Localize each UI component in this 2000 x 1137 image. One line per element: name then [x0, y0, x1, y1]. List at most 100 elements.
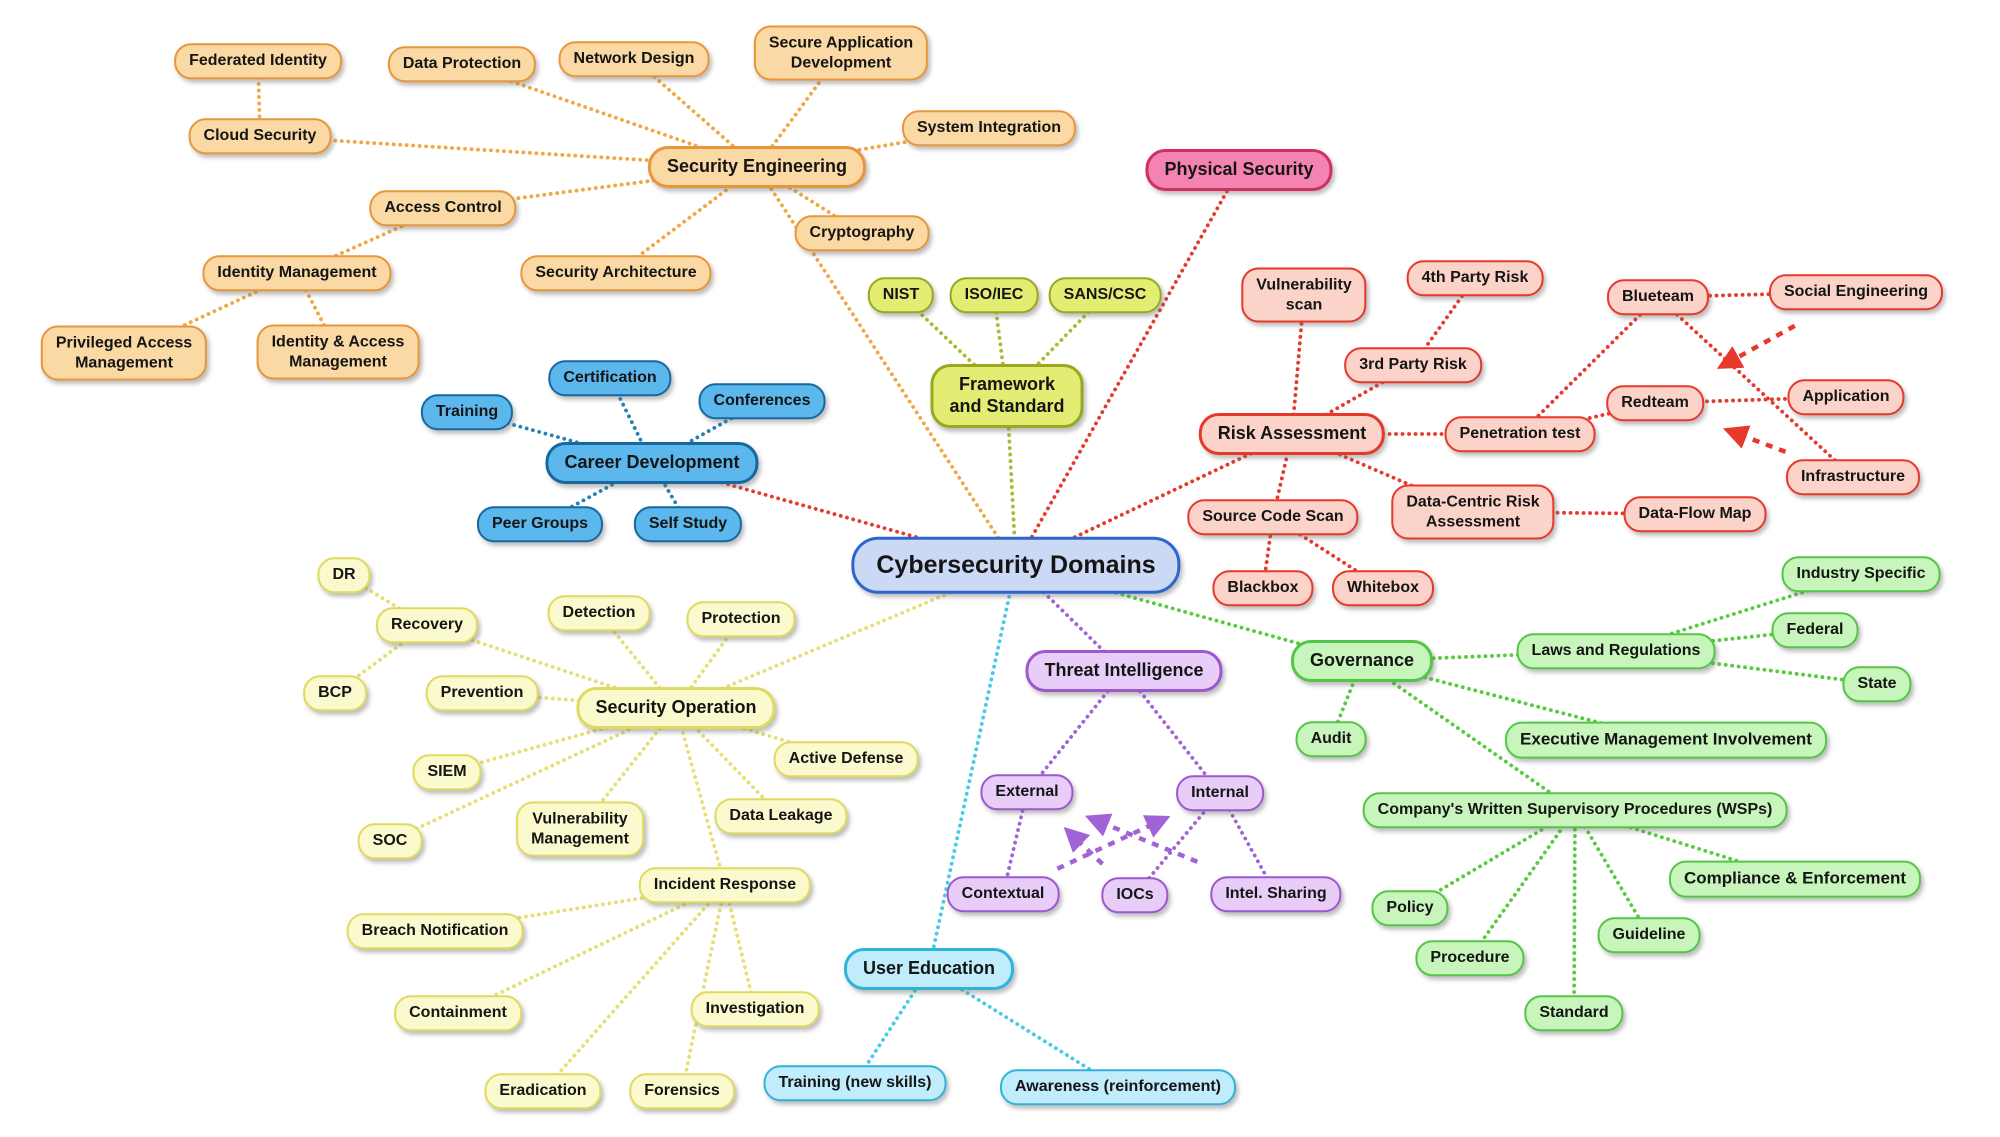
node-soc[interactable]: SOC: [357, 823, 423, 859]
node-ti[interactable]: Threat Intelligence: [1025, 650, 1223, 692]
node-eradication[interactable]: Eradication: [484, 1073, 602, 1109]
node-redteam[interactable]: Redteam: [1606, 385, 1704, 421]
node-training[interactable]: Training: [420, 394, 514, 430]
node-vulnscan[interactable]: Vulnerability scan: [1241, 267, 1367, 323]
node-industry[interactable]: Industry Specific: [1781, 556, 1941, 592]
edge-center-physical: [1014, 168, 1241, 567]
node-compliance[interactable]: Compliance & Enforcement: [1669, 860, 1921, 898]
node-policy[interactable]: Policy: [1371, 890, 1449, 926]
node-nist[interactable]: NIST: [867, 277, 935, 313]
node-internal[interactable]: Internal: [1176, 775, 1264, 811]
edge-wsps-standard: [1572, 808, 1577, 1015]
node-secop[interactable]: Security Operation: [576, 687, 776, 729]
node-federal[interactable]: Federal: [1771, 612, 1859, 648]
edge-external-contextual: [1001, 790, 1029, 896]
edge-ir-forensics: [680, 883, 727, 1093]
node-siem[interactable]: SIEM: [412, 754, 482, 790]
edge-center-secop: [674, 563, 1018, 710]
node-pam[interactable]: Privileged Access Management: [40, 325, 208, 381]
edge-center-ue: [927, 563, 1018, 971]
edge-infra-redteam: [1722, 425, 1787, 454]
node-dr[interactable]: DR: [317, 557, 371, 593]
node-federated[interactable]: Federated Identity: [174, 43, 342, 79]
node-blueteam[interactable]: Blueteam: [1606, 279, 1710, 315]
node-gov[interactable]: Governance: [1290, 640, 1434, 682]
node-risk[interactable]: Risk Assessment: [1198, 413, 1386, 455]
node-pentest[interactable]: Penetration test: [1444, 416, 1596, 452]
node-cloud_sec[interactable]: Cloud Security: [188, 118, 332, 154]
node-dcra[interactable]: Data-Centric Risk Assessment: [1391, 484, 1555, 540]
node-intel[interactable]: Intel. Sharing: [1210, 876, 1342, 912]
node-whitebox[interactable]: Whitebox: [1332, 570, 1434, 606]
node-protection[interactable]: Protection: [686, 601, 796, 637]
node-access_ctl[interactable]: Access Control: [369, 190, 517, 226]
node-id_mgmt[interactable]: Identity Management: [202, 255, 392, 291]
node-iocs[interactable]: IOCs: [1101, 877, 1169, 913]
node-guideline[interactable]: Guideline: [1597, 917, 1701, 953]
node-center[interactable]: Cybersecurity Domains: [851, 536, 1181, 594]
node-investigation[interactable]: Investigation: [690, 991, 820, 1027]
node-laws[interactable]: Laws and Regulations: [1516, 633, 1716, 669]
node-soceng[interactable]: Social Engineering: [1768, 274, 1944, 310]
node-vulnmgmt[interactable]: Vulnerability Management: [516, 801, 644, 857]
edge-pentest-blueteam: [1518, 295, 1660, 436]
node-prevention[interactable]: Prevention: [425, 675, 539, 711]
edge-contextual-internal: [1056, 815, 1171, 871]
node-forensics[interactable]: Forensics: [629, 1073, 735, 1109]
node-sys_int[interactable]: System Integration: [901, 110, 1077, 146]
node-physical[interactable]: Physical Security: [1145, 149, 1333, 191]
node-state[interactable]: State: [1842, 666, 1912, 702]
edge-soceng-redteam: [1716, 323, 1796, 369]
node-sec_arch[interactable]: Security Architecture: [520, 255, 712, 291]
node-career[interactable]: Career Development: [545, 442, 759, 484]
edge-gov-wsps: [1360, 659, 1577, 812]
node-external[interactable]: External: [980, 774, 1074, 810]
node-audit[interactable]: Audit: [1295, 721, 1367, 757]
node-wsps[interactable]: Company's Written Supervisory Procedures…: [1362, 792, 1788, 828]
node-sec_eng[interactable]: Security Engineering: [647, 146, 867, 188]
node-dfm[interactable]: Data-Flow Map: [1623, 496, 1767, 532]
node-sans[interactable]: SANS/CSC: [1048, 277, 1162, 313]
node-emi[interactable]: Executive Management Involvement: [1505, 721, 1827, 759]
node-contextual[interactable]: Contextual: [946, 876, 1060, 912]
node-p3[interactable]: 3rd Party Risk: [1344, 347, 1482, 383]
node-blackbox[interactable]: Blackbox: [1212, 570, 1314, 606]
node-selfstudy[interactable]: Self Study: [633, 506, 743, 542]
node-peer[interactable]: Peer Groups: [476, 506, 604, 542]
node-iso[interactable]: ISO/IEC: [949, 277, 1039, 313]
node-app[interactable]: Application: [1787, 379, 1905, 415]
node-iam[interactable]: Identity & Access Management: [256, 324, 420, 380]
node-crypto[interactable]: Cryptography: [794, 215, 930, 251]
node-sad[interactable]: Secure Application Development: [753, 25, 929, 81]
node-detection[interactable]: Detection: [547, 595, 651, 631]
node-recovery[interactable]: Recovery: [375, 607, 479, 643]
edge-blueteam-infra: [1656, 295, 1855, 479]
node-ir[interactable]: Incident Response: [638, 867, 812, 903]
node-p4[interactable]: 4th Party Risk: [1406, 260, 1544, 296]
node-bcp[interactable]: BCP: [303, 675, 367, 711]
node-dataleak[interactable]: Data Leakage: [714, 798, 848, 834]
node-scs[interactable]: Source Code Scan: [1187, 499, 1359, 535]
node-infra[interactable]: Infrastructure: [1785, 459, 1921, 495]
node-fw[interactable]: Framework and Standard: [930, 364, 1084, 428]
node-conf[interactable]: Conferences: [698, 383, 826, 419]
node-cert[interactable]: Certification: [548, 360, 672, 396]
node-containment[interactable]: Containment: [394, 995, 522, 1031]
node-standard[interactable]: Standard: [1524, 995, 1624, 1031]
node-breach[interactable]: Breach Notification: [346, 913, 524, 949]
node-train2[interactable]: Training (new skills): [763, 1065, 947, 1101]
node-ue[interactable]: User Education: [843, 948, 1015, 990]
node-activedef[interactable]: Active Defense: [773, 741, 919, 777]
node-data_prot[interactable]: Data Protection: [387, 46, 537, 82]
edge-wsps-guideline: [1573, 808, 1651, 937]
node-net_design[interactable]: Network Design: [558, 41, 710, 77]
edge-secop-soc: [388, 706, 678, 843]
edge-center-career: [650, 461, 1018, 567]
node-procedure[interactable]: Procedure: [1415, 940, 1525, 976]
node-aware[interactable]: Awareness (reinforcement): [1000, 1069, 1236, 1105]
edge-center-fw: [1005, 394, 1018, 567]
edge-ir-investigation: [723, 883, 757, 1011]
edge-secop-ir: [674, 706, 727, 887]
edge-ir-containment: [456, 883, 727, 1015]
